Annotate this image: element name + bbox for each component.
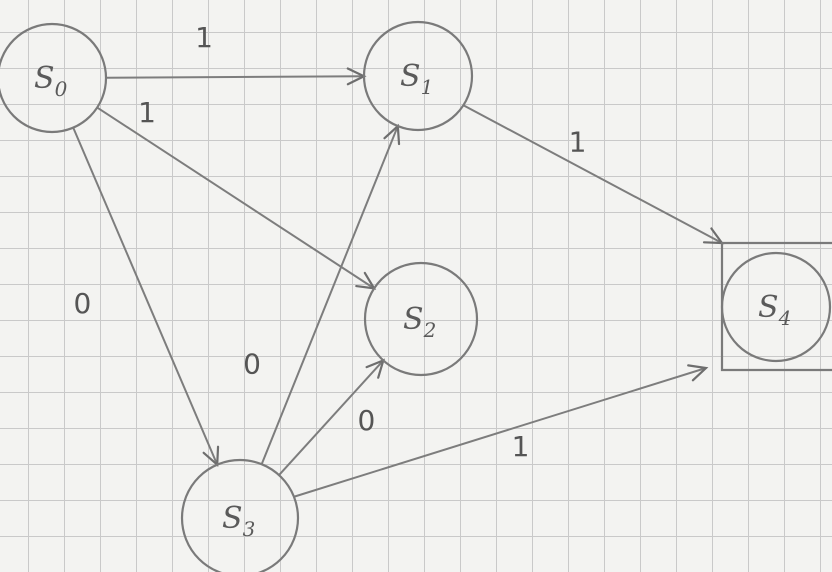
state-s2: S2 xyxy=(363,261,479,377)
state-label: S3 xyxy=(222,501,255,541)
state-subscript: 2 xyxy=(423,318,437,342)
state-letter: S xyxy=(34,61,55,96)
edge-line xyxy=(72,127,219,466)
state-label: S0 xyxy=(34,61,68,101)
edge-s0-s1 xyxy=(105,67,367,86)
state-subscript: 3 xyxy=(243,517,256,541)
state-subscript: 4 xyxy=(778,306,792,330)
state-letter: S xyxy=(400,59,421,94)
state-letter: S xyxy=(403,302,424,337)
edge-labels-layer: 1 1 0 0 0 1 1 xyxy=(73,21,586,463)
edge-s0-s2 xyxy=(96,106,377,290)
edge-label: 0 xyxy=(243,347,261,380)
accepting-box-icon xyxy=(720,241,832,372)
edge-label: 0 xyxy=(357,404,375,437)
state-circle xyxy=(363,261,479,377)
edge-label: 1 xyxy=(195,21,213,54)
state-s3: S3 xyxy=(180,458,300,572)
state-letter: S xyxy=(222,501,243,536)
edge-line xyxy=(293,367,707,498)
edges-layer xyxy=(72,67,725,498)
state-s1: S1 xyxy=(362,20,474,132)
state-circle xyxy=(362,20,474,132)
edge-s3-s4 xyxy=(293,364,709,498)
edge-s3-s1 xyxy=(260,123,401,465)
edge-s1-s4 xyxy=(462,104,725,245)
edge-label: 1 xyxy=(512,430,530,463)
state-circle xyxy=(180,458,300,572)
edge-label: 1 xyxy=(138,96,156,129)
state-label: S4 xyxy=(758,290,791,330)
edge-label: 1 xyxy=(569,125,587,158)
edge-line xyxy=(278,359,385,476)
edge-s0-s3 xyxy=(72,127,220,467)
edge-line xyxy=(96,106,375,290)
state-subscript: 1 xyxy=(421,75,434,99)
state-s0: S0 xyxy=(0,22,108,134)
edge-line xyxy=(462,104,723,244)
edge-line xyxy=(260,125,399,465)
state-label: S1 xyxy=(400,59,433,99)
state-circle xyxy=(0,22,108,134)
state-s4: S4 xyxy=(720,241,832,372)
state-subscript: 0 xyxy=(55,77,68,101)
state-letter: S xyxy=(758,290,779,325)
edge-line xyxy=(105,75,365,79)
state-label: S2 xyxy=(403,302,436,342)
arrowhead-icon xyxy=(687,364,709,382)
edge-label: 0 xyxy=(73,287,91,320)
